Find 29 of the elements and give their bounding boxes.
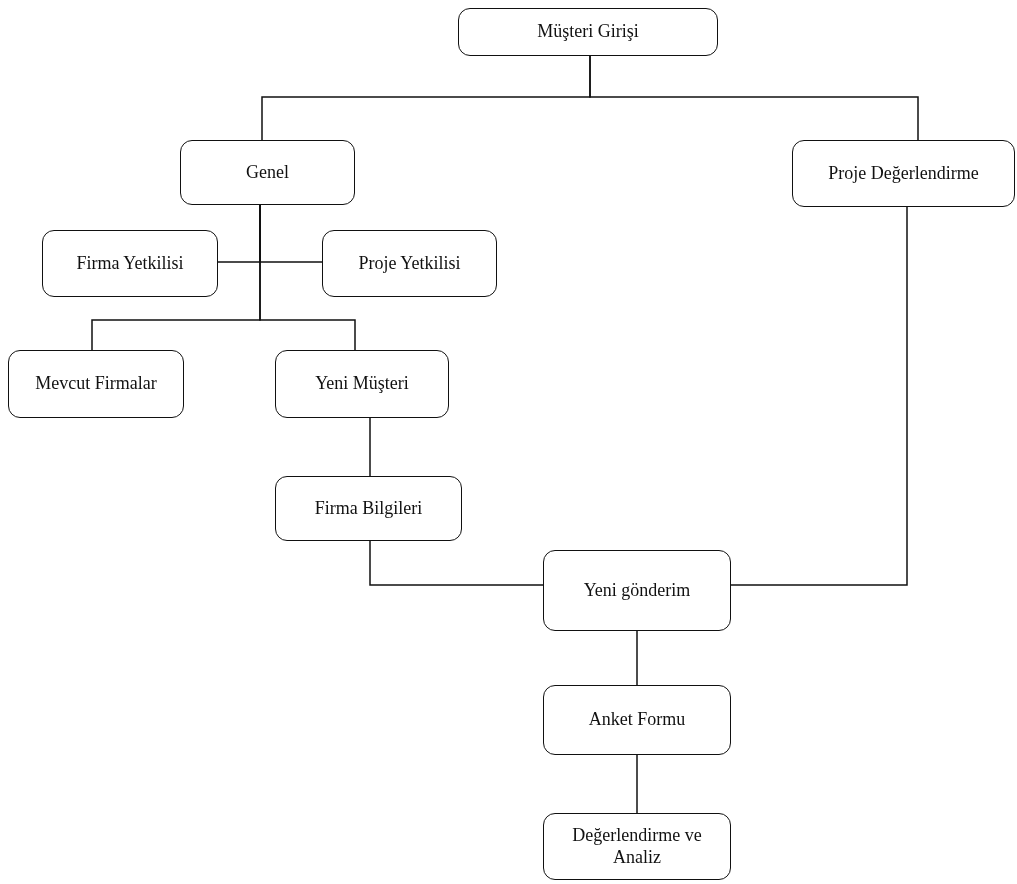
box-label: Değerlendirme ve Analiz	[571, 824, 703, 869]
box-label: Firma Bilgileri	[314, 497, 423, 520]
box-label: Mevcut Firmalar	[35, 373, 157, 395]
connector-line	[589, 55, 919, 141]
process-box	[8, 350, 184, 418]
process-box	[543, 813, 731, 880]
connector-line	[259, 204, 356, 351]
connector-line	[636, 754, 638, 814]
process-box	[543, 685, 731, 755]
connector-line	[636, 630, 638, 686]
box-label: Firma Yetkilisi	[76, 252, 184, 275]
connector-line	[369, 540, 544, 586]
box-label: Yeni gönderim	[583, 579, 691, 602]
process-box	[42, 230, 218, 297]
process-box	[543, 550, 731, 631]
box-label: Proje Değerlendirme	[828, 162, 979, 185]
box-label: Yeni Müşteri	[315, 373, 409, 395]
process-box	[322, 230, 497, 297]
process-box	[458, 8, 718, 56]
process-box	[275, 350, 449, 418]
box-label: Genel	[246, 161, 289, 184]
process-box	[180, 140, 355, 205]
process-box	[792, 140, 1015, 207]
connector-line	[730, 206, 908, 586]
box-label: Proje Yetkilisi	[358, 252, 461, 275]
box-label: Anket Formu	[588, 709, 686, 731]
connector-line	[369, 417, 371, 477]
process-box	[275, 476, 462, 541]
box-label: Müşteri Girişi	[537, 21, 639, 43]
